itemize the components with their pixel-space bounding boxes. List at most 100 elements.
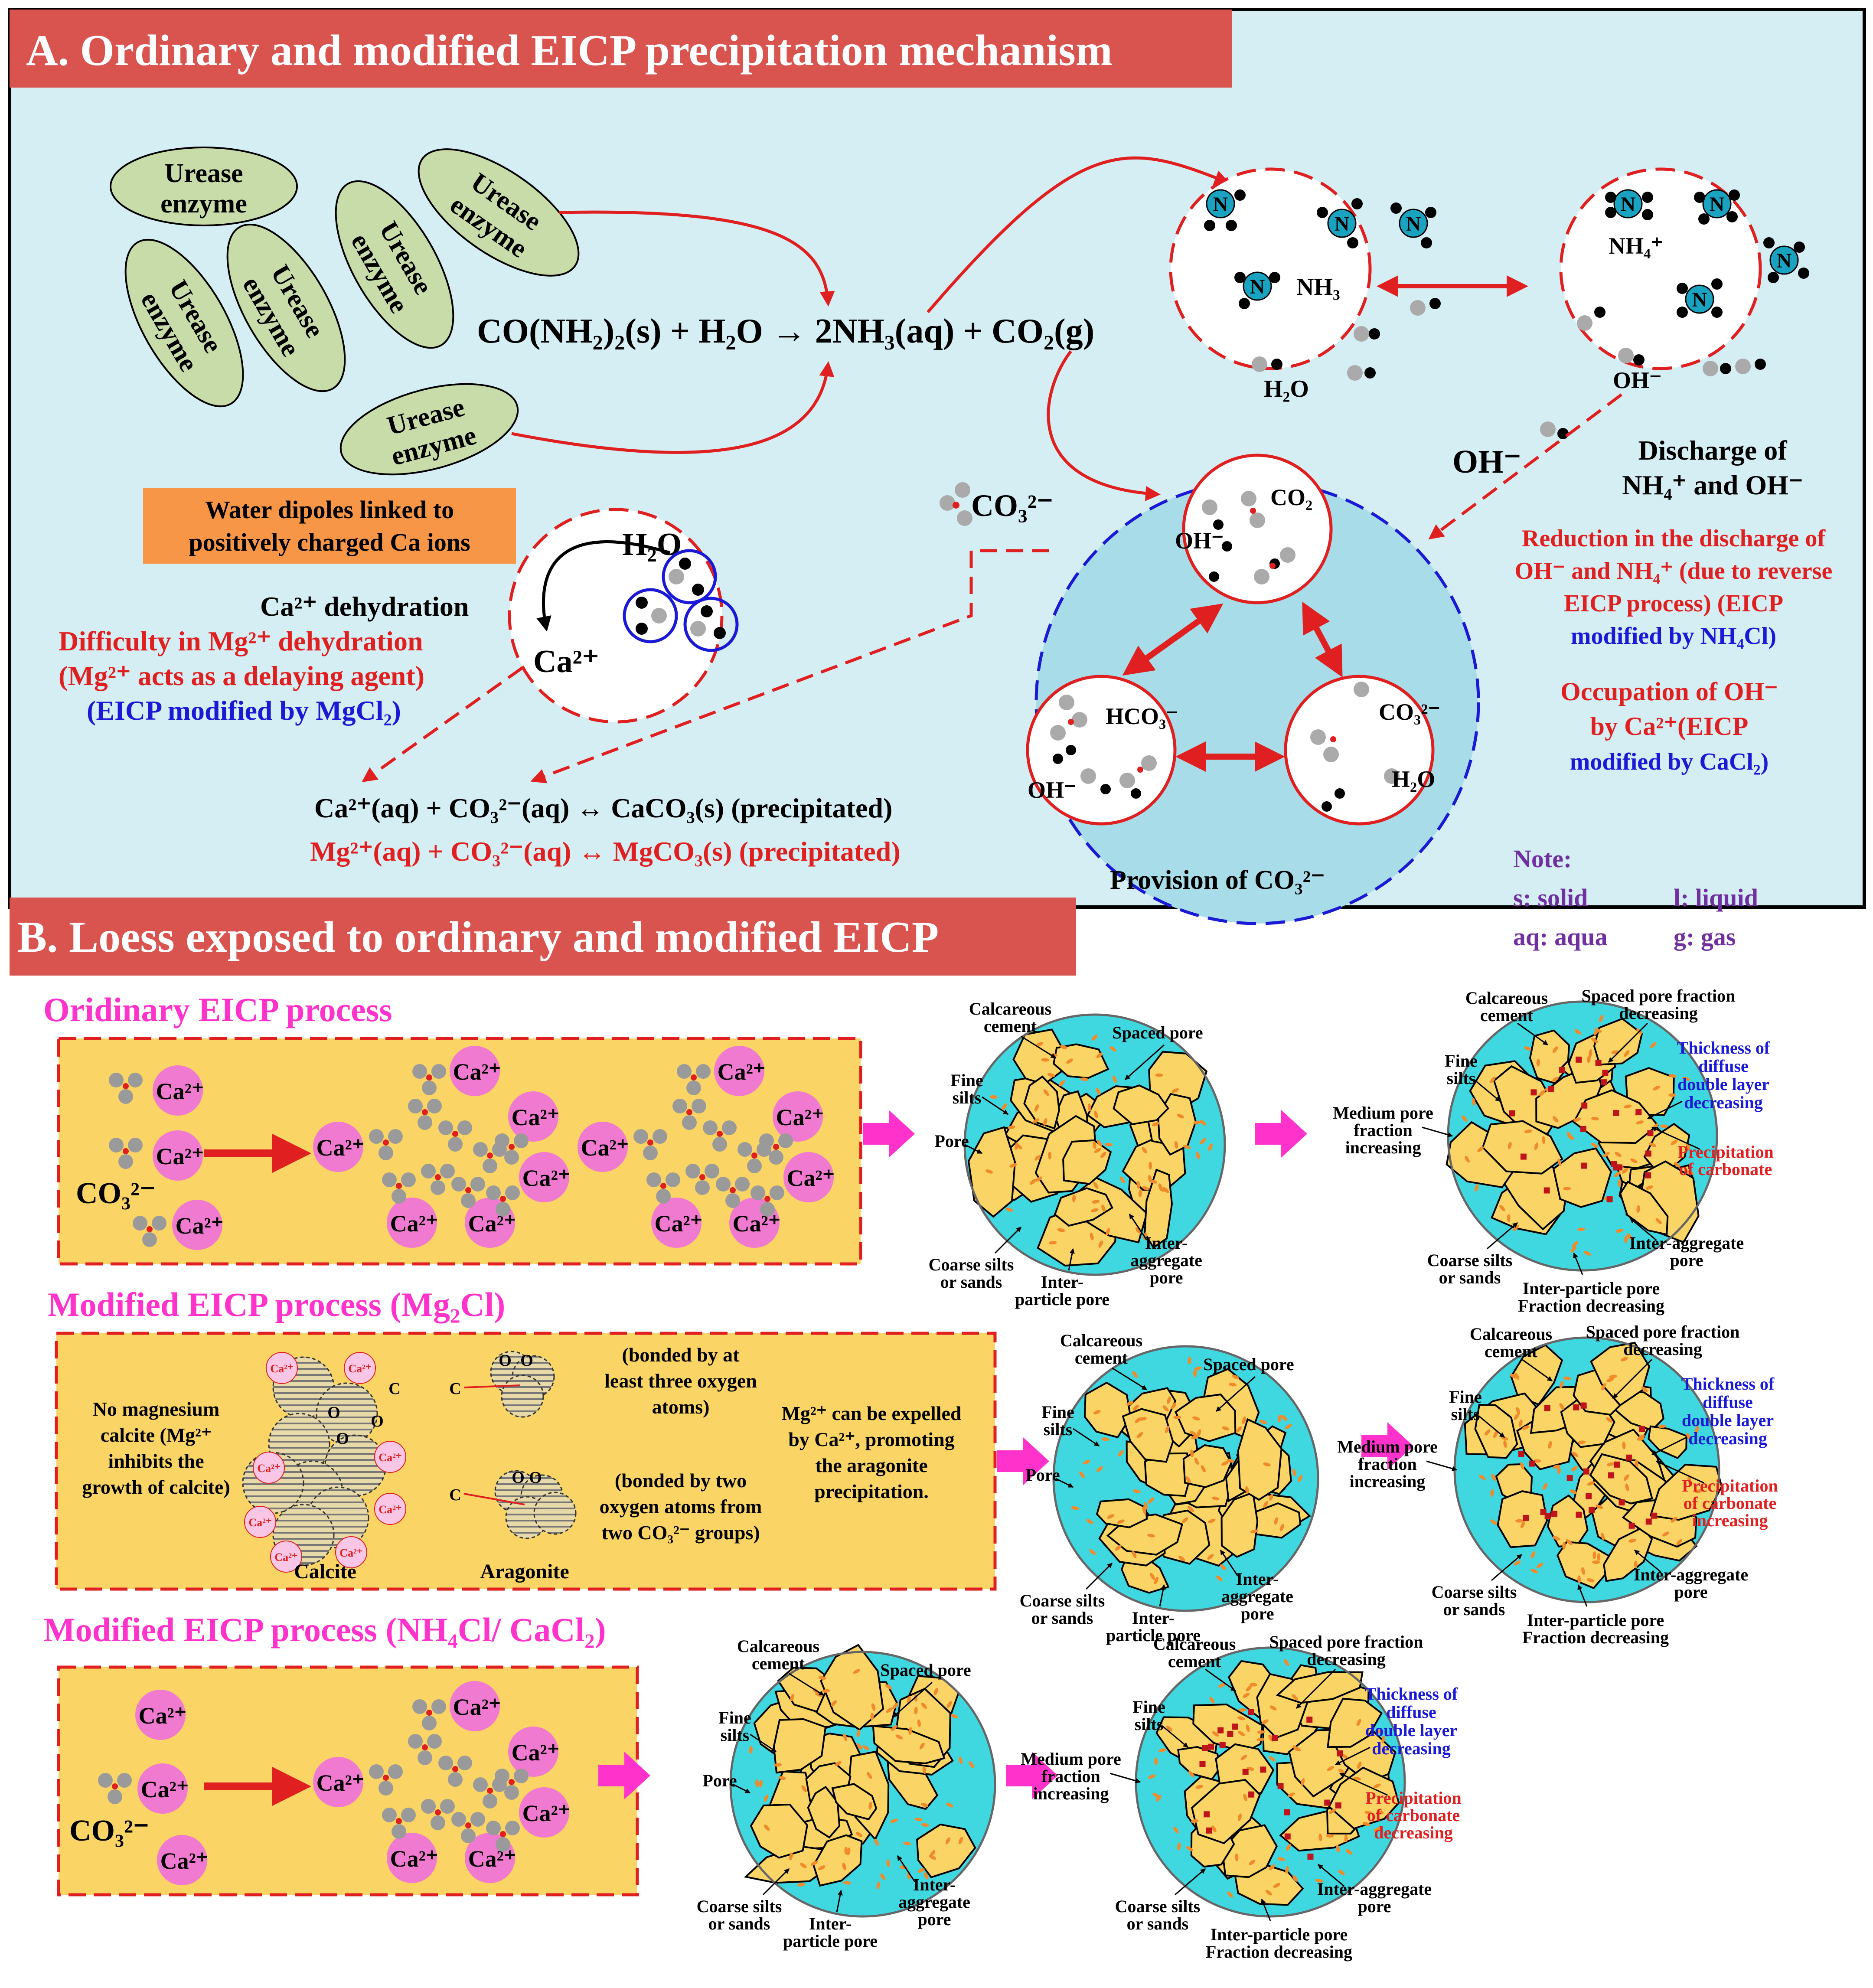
svg-text:CO₃²⁻: CO₃²⁻ (1379, 699, 1440, 725)
inter-aggregate-label: aggregate (1130, 1250, 1202, 1270)
svg-text:Reduction in the discharge of: Reduction in the discharge of (1522, 525, 1826, 552)
soil-grain (1648, 1425, 1687, 1459)
calcareous-cement (749, 1746, 753, 1754)
calcareous-cement (1250, 1683, 1257, 1687)
carbonate-precipitate (1543, 1187, 1550, 1194)
carbonate-precipitate (1645, 1518, 1652, 1525)
oxygen-atom (770, 1185, 784, 1200)
calcareous-cement (1101, 1437, 1109, 1441)
oxygen-atom (418, 1115, 432, 1130)
calcareous-cement (1112, 1075, 1117, 1083)
leader-line (836, 1890, 843, 1913)
calcareous-cement (1200, 1138, 1206, 1144)
provision-co3-circle: OH⁻ CO₂ HCO₃⁻ OH⁻ CO₃²⁻ H₂O Provision of… (1026, 454, 1480, 925)
svg-text:by Ca²⁺(EICP: by Ca²⁺(EICP (1590, 712, 1749, 741)
leader-line (789, 1673, 825, 1696)
oxygen-atom (392, 1824, 406, 1839)
calcium-ion (313, 1757, 363, 1807)
calcium-ion (344, 1352, 376, 1384)
calcareous-cement (1269, 1705, 1277, 1711)
calcareous-cement (789, 1852, 793, 1861)
nh4-process-title: Modified EICP process (NH₄Cl/ CaCl₂) (43, 1611, 606, 1649)
calcium-label: Ca²⁺ (339, 1547, 362, 1559)
calcareous-cement (1227, 1891, 1233, 1898)
calcareous-cement (1192, 1416, 1200, 1421)
svg-text:enzyme: enzyme (160, 189, 247, 219)
calcareous-cement (1581, 1567, 1585, 1575)
calcareous-cement (1695, 1426, 1699, 1434)
leader-line (1487, 1222, 1518, 1250)
thickness-label: Thickness of (1365, 1684, 1458, 1704)
oxygen-atom (152, 1216, 166, 1231)
oxygen-atom (457, 1120, 472, 1135)
soil-microstructures (729, 1000, 1723, 1918)
oxygen-atom (98, 1773, 113, 1788)
calcium-label: Ca²⁺ (512, 1740, 560, 1766)
leader-line (732, 1783, 751, 1794)
carbonate-precipitate (1509, 1110, 1515, 1116)
calcareous-cement (1092, 1200, 1100, 1204)
leader-line (1162, 1725, 1188, 1748)
calcareous-cement (1587, 1055, 1591, 1063)
oxygen-atom (109, 1073, 124, 1087)
calcareous-cement (1597, 1553, 1601, 1561)
soil-grain (872, 1725, 946, 1765)
calcareous-cement (1534, 1143, 1539, 1150)
oxygen-atom (656, 1189, 671, 1204)
carbonate-precipitate (1248, 1791, 1255, 1798)
calcareous-cement (1118, 1450, 1124, 1457)
oxygen-atom (735, 1177, 750, 1191)
calcareous-cement (1602, 1152, 1610, 1157)
carbonate-precipitate (1272, 1735, 1278, 1741)
carbonate-precipitate (1306, 1716, 1313, 1723)
inter-aggregate-label: Inter- (1145, 1233, 1188, 1253)
calcareous-cement (1194, 1457, 1199, 1465)
pore-label: Pore (1025, 1465, 1060, 1485)
calcareous-cement (1171, 1088, 1179, 1093)
oxygen-atom (504, 1785, 519, 1800)
carbon-label: C (449, 1486, 461, 1504)
oxygen-atom (695, 1180, 710, 1195)
calcareous-cement (1571, 1466, 1578, 1472)
soil-grain (1556, 1541, 1611, 1590)
carbon-atom (123, 1148, 129, 1154)
calcareous-cement (1221, 1461, 1229, 1466)
calcareous-cement (1183, 1145, 1191, 1149)
svg-text:inhibits the: inhibits the (108, 1450, 204, 1472)
calcareous-cement (1109, 1046, 1116, 1052)
carbonate-precipitate (1551, 1511, 1558, 1517)
calcareous-label: cement (1168, 1652, 1221, 1671)
calcareous-cement (1190, 1430, 1197, 1436)
carbonate-precipitate (1335, 1802, 1341, 1808)
oxygen-label: O (336, 1430, 349, 1448)
calcium-ion (253, 1452, 285, 1484)
oxygen-atom (682, 1115, 697, 1130)
calcareous-cement (1155, 1073, 1163, 1077)
calcium-ion (450, 1046, 500, 1096)
calcareous-cement (1186, 1846, 1193, 1851)
calcareous-cement (842, 1862, 846, 1870)
ordinary-process-title: Oridinary EICP process (43, 991, 392, 1028)
calcareous-label: Calcareous (1465, 988, 1548, 1008)
carbonate-precipitate (1540, 1509, 1547, 1515)
svg-text:modified by CaCl₂): modified by CaCl₂) (1570, 748, 1769, 775)
svg-text:NH₄⁺: NH₄⁺ (1609, 233, 1663, 259)
calcareous-cement (1057, 1228, 1065, 1232)
calcareous-cement (890, 1818, 898, 1823)
svg-text:precipitation.: precipitation. (814, 1480, 929, 1502)
nh4-oh-circle: N N N N NH₄⁺ OH⁻ (1559, 167, 1809, 393)
oxygen-atom (677, 1064, 692, 1079)
calcareous-cement (818, 1865, 826, 1870)
inter-aggregate-label: Inter-aggregate (1629, 1233, 1744, 1253)
calcium-label: Ca²⁺ (787, 1165, 835, 1191)
calcareous-cement (1591, 1117, 1599, 1121)
calcareous-cement (1503, 1440, 1507, 1448)
calcareous-cement (1269, 1864, 1276, 1870)
calcium-ion (651, 1198, 702, 1248)
calcareous-cement (1524, 1129, 1532, 1133)
calcareous-cement (1238, 1813, 1242, 1821)
calcite-sphere (316, 1382, 378, 1445)
